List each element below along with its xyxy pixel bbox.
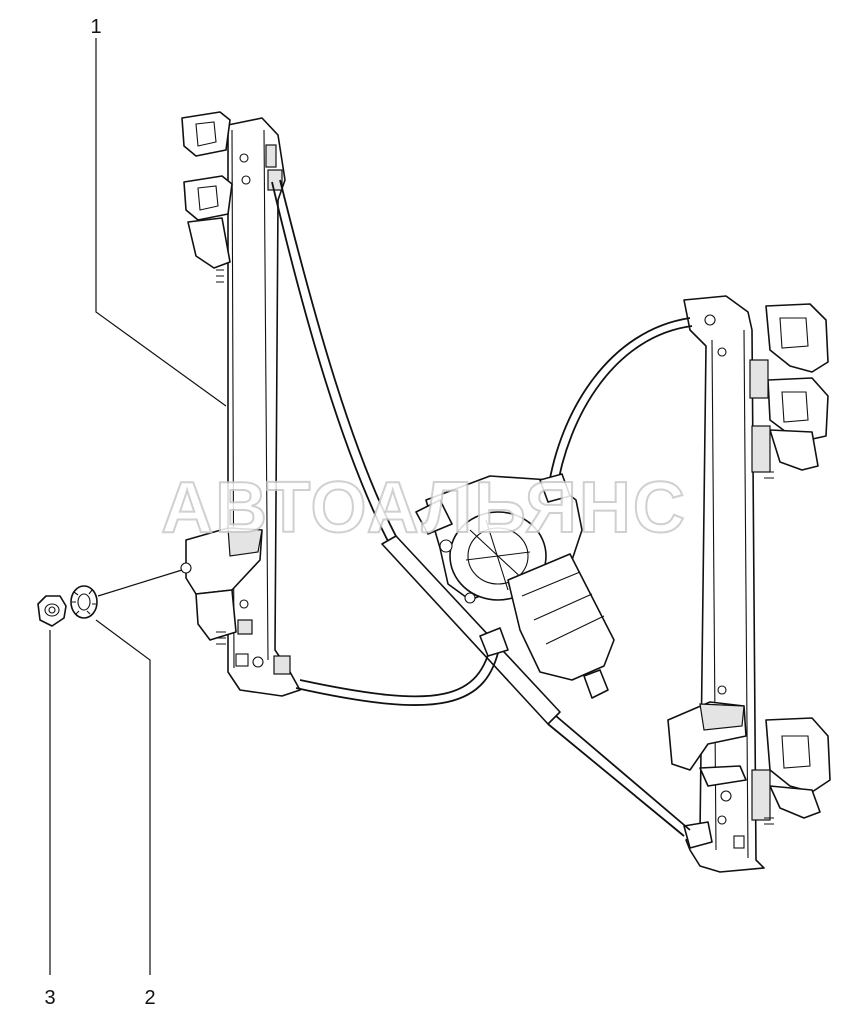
- regulator-cables: [271, 179, 693, 837]
- left-guide-rail: [180, 111, 301, 697]
- callout-label-1: 1: [90, 16, 101, 38]
- right-guide-rail: [667, 295, 831, 873]
- leader-lines: [49, 38, 227, 975]
- callout-label-3: 3: [44, 987, 55, 1009]
- nut-part-3: [37, 595, 67, 627]
- washer-part-2: [70, 585, 98, 619]
- window-motor: [415, 473, 615, 699]
- watermark-text: АВТОАЛЬЯНС: [161, 468, 687, 548]
- callout-label-2: 2: [144, 987, 155, 1009]
